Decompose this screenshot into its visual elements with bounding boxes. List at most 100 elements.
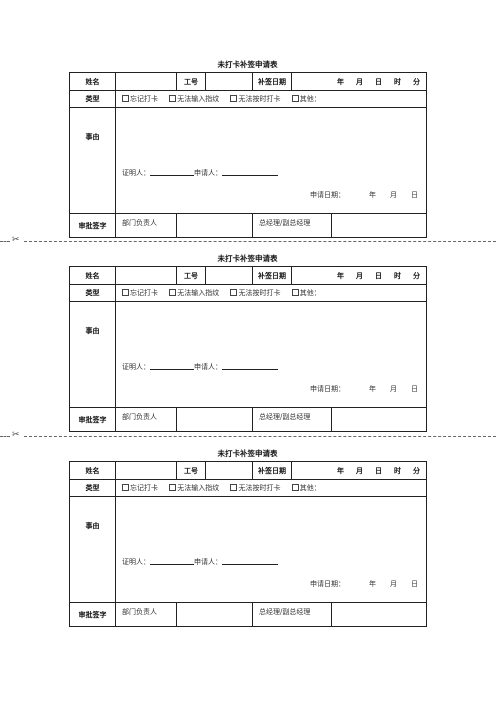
- supplement-date-field[interactable]: 年月日时分: [291, 72, 427, 91]
- employee-id-field[interactable]: [205, 461, 253, 480]
- dept-head-signature[interactable]: [176, 407, 253, 432]
- supplement-date-field[interactable]: 年月日时分: [291, 266, 427, 285]
- day-label: 日: [375, 271, 382, 280]
- checkbox-icon[interactable]: [230, 483, 238, 491]
- approval-label: 审批签字: [69, 602, 116, 627]
- checkbox-icon[interactable]: [169, 288, 177, 296]
- witness-line: 证明人：申请人：: [122, 362, 278, 372]
- employee-id-field[interactable]: [205, 266, 253, 285]
- applicant-field[interactable]: [222, 362, 278, 370]
- supplement-date-label: 补签日期: [252, 461, 292, 480]
- gm-label: 总经理/副总经理: [252, 407, 332, 432]
- option-fingerprint[interactable]: 无法输入指纹: [169, 483, 219, 492]
- option-forgot[interactable]: 忘记打卡: [122, 483, 158, 492]
- reason-field[interactable]: 证明人：申请人： 申请日期：年月日: [115, 107, 427, 214]
- name-field[interactable]: [115, 461, 177, 480]
- reason-field[interactable]: 证明人：申请人： 申请日期：年月日: [115, 301, 427, 408]
- name-label: 姓名: [69, 461, 116, 480]
- scissors-icon: ✂: [12, 235, 20, 245]
- employee-id-field[interactable]: [205, 72, 253, 91]
- witness-line: 证明人：申请人：: [122, 557, 278, 567]
- form-table: 姓名 工号 补签日期 年 月 日 时 分 类型 忘记打卡 无法输入指纹 无法按时打卡 其…: [69, 72, 427, 238]
- form-table: 姓名 工号 补签日期 年月日时分 类型 忘记打卡 无法输入指纹 无法按时打卡 其…: [69, 266, 427, 432]
- checkbox-icon[interactable]: [230, 288, 238, 296]
- gm-signature[interactable]: [331, 407, 427, 432]
- option-fingerprint[interactable]: 无法输入指纹: [169, 288, 219, 297]
- checkbox-icon[interactable]: [122, 288, 129, 296]
- witness-field[interactable]: [150, 362, 194, 370]
- month-label: 月: [356, 466, 363, 475]
- approval-label: 审批签字: [69, 407, 116, 432]
- gm-label: 总经理/副总经理: [252, 602, 332, 627]
- form-table: 姓名 工号 补签日期 年月日时分 类型 忘记打卡 无法输入指纹 无法按时打卡 其…: [69, 461, 427, 627]
- approval-label: 审批签字: [69, 213, 116, 238]
- checkbox-icon[interactable]: [230, 94, 238, 102]
- supplement-date-label: 补签日期: [252, 266, 292, 285]
- month-label: 月: [356, 271, 363, 280]
- year-label: 年: [337, 271, 344, 280]
- option-late[interactable]: 无法按时打卡: [230, 288, 280, 297]
- witness-field[interactable]: [150, 168, 194, 176]
- day-label: 日: [375, 77, 382, 86]
- supplement-date-field[interactable]: 年月日时分: [291, 461, 427, 480]
- hour-label: 时: [394, 466, 401, 475]
- form-title: 未打卡补签申请表: [217, 449, 278, 458]
- witness-field[interactable]: [150, 557, 194, 565]
- option-other[interactable]: 其他：: [291, 483, 321, 492]
- type-label: 类型: [69, 90, 116, 108]
- checkbox-icon[interactable]: [169, 483, 177, 491]
- reason-label: 事由: [69, 496, 116, 603]
- day-label: 日: [375, 466, 382, 475]
- checkbox-icon[interactable]: [291, 94, 299, 102]
- name-label: 姓名: [69, 72, 116, 91]
- dept-head-label: 部门负责人: [115, 602, 177, 627]
- reason-field[interactable]: 证明人：申请人： 申请日期：年月日: [115, 496, 427, 603]
- employee-id-label: 工号: [176, 72, 206, 91]
- dept-head-signature[interactable]: [176, 602, 253, 627]
- checkbox-icon[interactable]: [169, 94, 177, 102]
- year-label: 年: [337, 77, 344, 86]
- employee-id-label: 工号: [176, 266, 206, 285]
- form-title: 未打卡补签申请表: [217, 254, 278, 263]
- type-options: 忘记打卡 无法输入指纹 无法按时打卡 其他：: [115, 284, 427, 302]
- gm-label: 总经理/副总经理: [252, 213, 332, 238]
- applicant-field[interactable]: [222, 557, 278, 565]
- form-title: 未打卡补签申请表: [217, 60, 278, 69]
- option-late[interactable]: 无法按时打卡: [230, 483, 280, 492]
- option-forgot[interactable]: 忘记打卡: [122, 288, 158, 297]
- checkbox-icon[interactable]: [122, 483, 129, 491]
- scissors-icon: ✂: [12, 430, 20, 440]
- dept-head-label: 部门负责人: [115, 407, 177, 432]
- gm-signature[interactable]: [331, 602, 427, 627]
- cut-line: ✂: [0, 430, 496, 441]
- applicant-field[interactable]: [222, 168, 278, 176]
- name-field[interactable]: [115, 266, 177, 285]
- hour-label: 时: [394, 77, 401, 86]
- minute-label: 分: [413, 466, 420, 475]
- dept-head-label: 部门负责人: [115, 213, 177, 238]
- checkbox-icon[interactable]: [291, 483, 299, 491]
- type-label: 类型: [69, 479, 116, 497]
- application-date: 申请日期：年月日: [310, 580, 418, 588]
- year-label: 年: [337, 466, 344, 475]
- witness-line: 证明人：申请人：: [122, 168, 278, 178]
- option-late[interactable]: 无法按时打卡: [230, 94, 280, 103]
- option-other[interactable]: 其他：: [291, 94, 321, 103]
- month-label: 月: [356, 77, 363, 86]
- dept-head-signature[interactable]: [176, 213, 253, 238]
- gm-signature[interactable]: [331, 213, 427, 238]
- minute-label: 分: [413, 271, 420, 280]
- option-forgot[interactable]: 忘记打卡: [122, 94, 158, 103]
- cut-line: ✂: [0, 235, 496, 246]
- checkbox-icon[interactable]: [291, 288, 299, 296]
- name-field[interactable]: [115, 72, 177, 91]
- type-options: 忘记打卡 无法输入指纹 无法按时打卡 其他：: [115, 479, 427, 497]
- supplement-date-label: 补签日期: [252, 72, 292, 91]
- type-label: 类型: [69, 284, 116, 302]
- option-other[interactable]: 其他：: [291, 288, 321, 297]
- reason-label: 事由: [69, 107, 116, 214]
- checkbox-icon[interactable]: [122, 94, 129, 102]
- option-fingerprint[interactable]: 无法输入指纹: [169, 94, 219, 103]
- reason-label: 事由: [69, 301, 116, 408]
- minute-label: 分: [413, 77, 420, 86]
